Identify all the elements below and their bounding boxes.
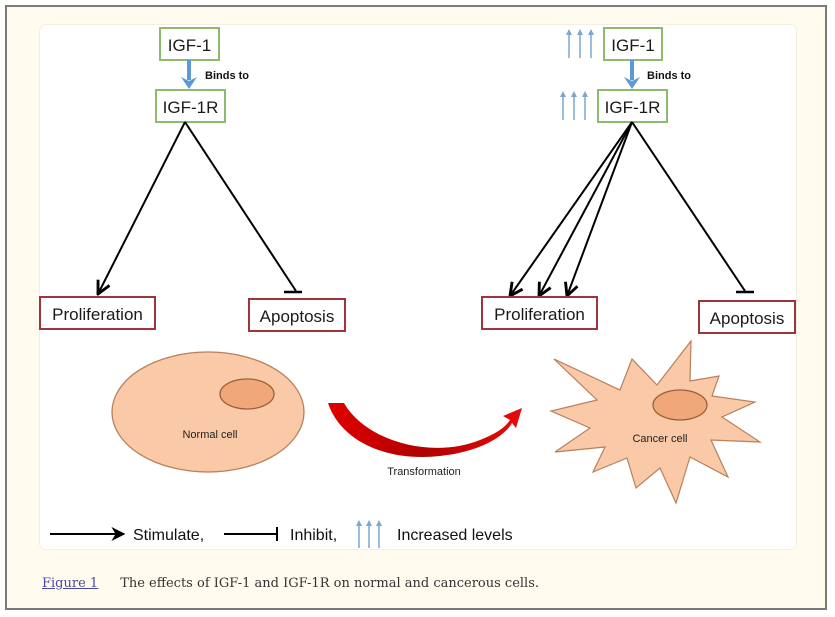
binding-arrow <box>624 60 640 89</box>
stimulate-arrow <box>98 121 186 294</box>
inhibit-line <box>184 121 302 294</box>
cancer-cell: Cancer cell <box>549 339 763 505</box>
binding-label: Binds to <box>647 70 691 82</box>
legend-stimulate-label: Stimulate, <box>133 527 204 544</box>
binding-arrow <box>181 60 197 89</box>
legend-inhibit-line <box>224 527 278 541</box>
ligand-box <box>159 27 220 61</box>
cancer-cell-label: Cancer cell <box>632 433 687 445</box>
transformation-label: Transformation <box>387 466 461 478</box>
legend-inhibit-label: Inhibit, <box>290 527 337 544</box>
receptor-box <box>597 89 668 123</box>
stimulate-arrow <box>539 121 633 296</box>
inhibit-line <box>631 121 754 294</box>
apoptosis-label: Apoptosis <box>710 309 785 328</box>
figure-reference-link[interactable]: Figure 1 <box>42 576 99 591</box>
ligand-box <box>603 27 663 61</box>
ligand-label: IGF-1 <box>611 36 654 55</box>
stimulate-arrow <box>567 121 633 296</box>
stimulate-arrow <box>510 121 633 296</box>
apoptosis-box <box>698 300 796 334</box>
increased-receptor-icon <box>560 91 588 120</box>
proliferation-box <box>481 296 598 330</box>
proliferation-label: Proliferation <box>52 305 143 324</box>
receptor-label: IGF-1R <box>605 98 661 117</box>
increased-ligand-icon <box>566 29 594 58</box>
caption-text: The effects of IGF-1 and IGF-1R on norma… <box>120 576 540 591</box>
cancer-pathway: IGF-1 Binds to IGF-1R Proliferation Apop… <box>481 27 796 505</box>
receptor-box <box>155 89 226 123</box>
nucleus <box>652 389 708 421</box>
legend-increased-label: Increased levels <box>397 527 513 544</box>
proliferation-box <box>39 296 156 330</box>
receptor-label: IGF-1R <box>163 98 219 117</box>
proliferation-label: Proliferation <box>494 305 585 324</box>
normal-cell-label: Normal cell <box>182 429 237 441</box>
nucleus <box>219 378 275 410</box>
normal-cell: Normal cell <box>111 351 305 473</box>
legend-increased-icon <box>356 520 382 548</box>
normal-pathway: IGF-1 Binds to IGF-1R Proliferation Apop… <box>39 27 346 473</box>
apoptosis-box <box>248 298 346 332</box>
legend: Stimulate, Inhibit, Increased levels <box>50 520 513 548</box>
transformation-arrow: Transformation <box>328 403 522 478</box>
apoptosis-label: Apoptosis <box>260 307 335 326</box>
binding-label: Binds to <box>205 70 249 82</box>
figure-caption: Figure 1 The effects of IGF-1 and IGF-1R … <box>42 576 539 591</box>
ligand-label: IGF-1 <box>168 36 211 55</box>
